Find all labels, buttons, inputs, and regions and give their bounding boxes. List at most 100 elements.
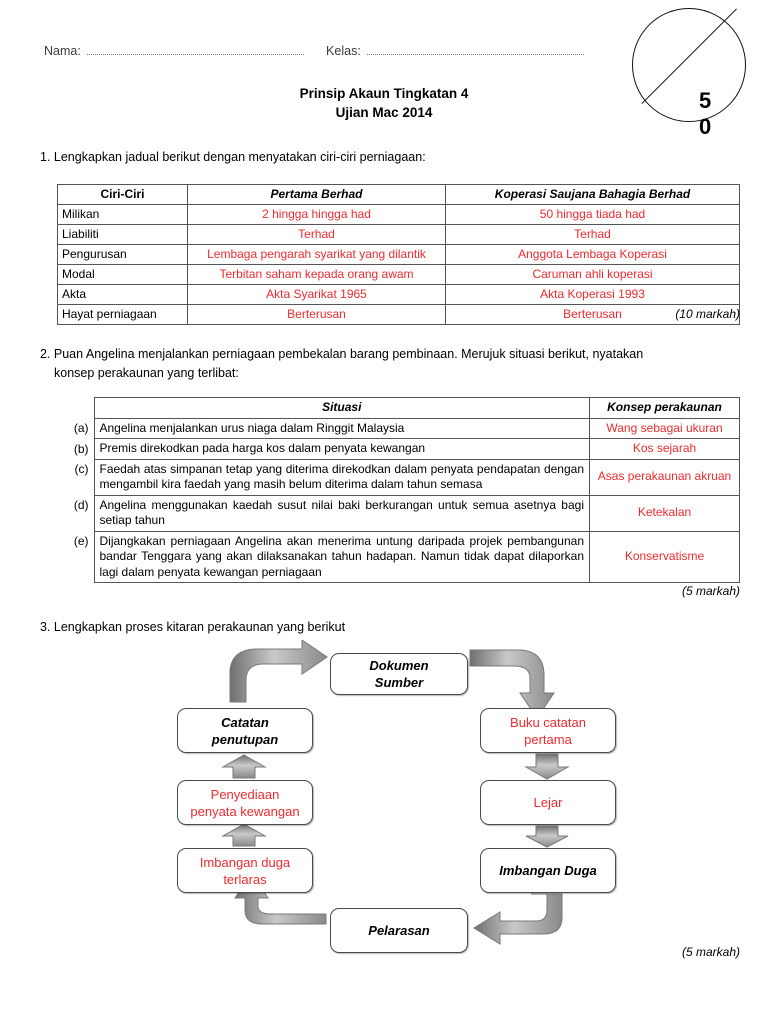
- node-buku-catatan-pertama[interactable]: Buku catatan pertama: [480, 708, 616, 753]
- node-dokumen-sumber[interactable]: Dokumen Sumber: [330, 653, 468, 695]
- situasi-cell: Faedah atas simpanan tetap yang diterima…: [93, 458, 590, 496]
- node-penyediaan-line-1: Penyediaan: [210, 786, 280, 802]
- kelas-input-line[interactable]: [366, 53, 585, 55]
- table-row: (e) Dijangkakan perniagaan Angelina akan…: [60, 530, 740, 583]
- answer-cell[interactable]: 2 hingga hingga had: [187, 204, 446, 225]
- question-2-line-1: 2. Puan Angelina menjalankan perniagaan …: [40, 347, 644, 361]
- table-row: Hayat perniagaan Berterusan Berterusan: [57, 304, 740, 325]
- row-index: (e): [73, 534, 89, 548]
- circle-outline-icon: [632, 8, 746, 122]
- page-title: Prinsip Akaun Tingkatan 4 Ujian Mac 2014: [0, 84, 768, 122]
- node-dokumen-line-1: Dokumen: [369, 658, 429, 673]
- node-imbangan-duga-terlaras[interactable]: Imbangan duga terlaras: [177, 848, 313, 893]
- row-index: (d): [73, 498, 89, 512]
- nama-label: Nama:: [44, 44, 81, 58]
- marks-q3: (5 markah): [681, 945, 740, 959]
- table-row: Akta Akta Syarikat 1965 Akta Koperasi 19…: [57, 284, 740, 305]
- node-lejar-label: Lejar: [533, 795, 563, 810]
- node-buku-line-2: pertama: [524, 731, 572, 747]
- accounting-cycle-diagram: Dokumen Sumber Catatan penutupan Buku ca…: [0, 640, 768, 970]
- row-index: (a): [73, 421, 89, 435]
- konsep-answer-cell[interactable]: Ketekalan: [589, 494, 740, 532]
- col-header-situasi: Situasi: [93, 397, 590, 419]
- arrow-catatan-to-dokumen: [229, 640, 328, 703]
- row-label: Milikan: [57, 204, 188, 225]
- answer-cell[interactable]: Terbitan saham kepada orang awam: [187, 264, 446, 285]
- node-pelarasan-label: Pelarasan: [368, 923, 430, 938]
- konsep-answer-cell[interactable]: Konservatisme: [589, 530, 740, 583]
- konsep-answer-cell[interactable]: Asas perakaunan akruan: [589, 458, 740, 496]
- marks-q2: (5 markah): [681, 584, 740, 598]
- node-lejar[interactable]: Lejar: [480, 780, 616, 825]
- table-row: Milikan 2 hingga hingga had 50 hingga ti…: [57, 204, 740, 225]
- answer-cell[interactable]: Akta Syarikat 1965: [187, 284, 446, 305]
- answer-cell[interactable]: Anggota Lembaga Koperasi: [445, 244, 740, 265]
- node-catatan-line-1: Catatan: [221, 714, 269, 730]
- marks-q1: (10 markah): [675, 307, 740, 321]
- row-index: (c): [74, 462, 89, 476]
- table-header-row: Situasi Konsep perakaunan: [60, 397, 740, 419]
- answer-cell[interactable]: Terhad: [445, 224, 740, 245]
- row-label: Akta: [57, 284, 188, 305]
- table-row: (a) Angelina menjalankan urus niaga dala…: [60, 417, 740, 439]
- row-label: Pengurusan: [57, 244, 188, 265]
- col-header-koperasi: Koperasi Saujana Bahagia Berhad: [445, 184, 740, 205]
- table-row: Modal Terbitan saham kepada orang awam C…: [57, 264, 740, 285]
- node-buku-line-1: Buku catatan: [510, 714, 586, 730]
- konsep-answer-cell[interactable]: Kos sejarah: [589, 438, 740, 460]
- situasi-cell: Angelina menjalankan urus niaga dalam Ri…: [93, 417, 590, 439]
- col-header-pertama-berhad: Pertama Berhad: [187, 184, 446, 205]
- marks-digit-top: 5: [699, 88, 712, 113]
- situasi-cell: Dijangkakan perniagaan Angelina akan men…: [93, 530, 590, 583]
- row-label: Liabiliti: [57, 224, 188, 245]
- table-row: (b) Premis direkodkan pada harga kos dal…: [60, 438, 740, 460]
- table-konsep-perakaunan: Situasi Konsep perakaunan (a) Angelina m…: [60, 397, 740, 583]
- col-header-konsep: Konsep perakaunan: [589, 397, 740, 419]
- answer-cell[interactable]: Berterusan: [187, 304, 446, 325]
- kelas-label: Kelas:: [326, 44, 361, 58]
- title-line-1: Prinsip Akaun Tingkatan 4: [299, 86, 469, 101]
- node-imbterlaras-line-1: Imbangan duga: [199, 854, 291, 870]
- node-catatan-line-2: penutupan: [211, 731, 279, 747]
- table-row: Liabiliti Terhad Terhad: [57, 224, 740, 245]
- answer-cell[interactable]: Terhad: [187, 224, 446, 245]
- arrow-buku-to-lejar: [524, 753, 570, 780]
- table-ciri-ciri-perniagaan: Ciri-Ciri Pertama Berhad Koperasi Saujan…: [57, 184, 740, 325]
- marks-digit-bottom: 0: [699, 114, 712, 139]
- konsep-answer-cell[interactable]: Wang sebagai ukuran: [589, 417, 740, 439]
- node-pelarasan[interactable]: Pelarasan: [330, 908, 468, 953]
- node-imbduga-label: Imbangan Duga: [499, 863, 597, 878]
- question-1-text: 1. Lengkapkan jadual berikut dengan meny…: [40, 150, 426, 164]
- total-marks-circle: 5 0: [632, 8, 750, 138]
- title-line-2: Ujian Mac 2014: [335, 105, 433, 120]
- table-row: Pengurusan Lembaga pengarah syarikat yan…: [57, 244, 740, 265]
- node-imbterlaras-line-2: terlaras: [223, 871, 267, 887]
- col-header-ciri-ciri: Ciri-Ciri: [57, 184, 188, 205]
- node-imbangan-duga[interactable]: Imbangan Duga: [480, 848, 616, 893]
- table-header-row: Ciri-Ciri Pertama Berhad Koperasi Saujan…: [57, 184, 740, 205]
- nama-input-line[interactable]: [86, 53, 305, 55]
- answer-cell[interactable]: Berterusan: [445, 304, 740, 325]
- row-index: (b): [73, 441, 89, 456]
- answer-cell[interactable]: Akta Koperasi 1993: [445, 284, 740, 305]
- node-dokumen-line-2: Sumber: [374, 675, 424, 690]
- situasi-cell: Premis direkodkan pada harga kos dalam p…: [93, 438, 590, 460]
- node-penyediaan-line-2: penyata kewangan: [190, 803, 300, 819]
- row-label: Modal: [57, 264, 188, 285]
- node-penyediaan-penyata-kewangan[interactable]: Penyediaan penyata kewangan: [177, 780, 313, 825]
- arrow-lejar-to-imbangan: [525, 825, 569, 848]
- student-info-row: Nama: Kelas:: [44, 44, 585, 58]
- arrow-imbangan-to-pelarasan: [473, 893, 563, 945]
- arrow-imbterlaras-to-penyediaan: [221, 823, 267, 847]
- situasi-cell: Angelina menggunakan kaedah susut nilai …: [93, 494, 590, 532]
- question-2-line-2: konsep perakaunan yang terlibat:: [54, 366, 239, 380]
- arrow-penyediaan-to-catatan: [221, 754, 267, 779]
- index-header-blank: [60, 398, 94, 419]
- answer-cell[interactable]: 50 hingga tiada had: [445, 204, 740, 225]
- arrow-dokumen-to-buku: [469, 649, 555, 719]
- answer-cell[interactable]: Caruman ahli koperasi: [445, 264, 740, 285]
- row-label: Hayat perniagaan: [57, 304, 188, 325]
- node-catatan-penutupan[interactable]: Catatan penutupan: [177, 708, 313, 753]
- answer-cell[interactable]: Lembaga pengarah syarikat yang dilantik: [187, 244, 446, 265]
- table-row: (d) Angelina menggunakan kaedah susut ni…: [60, 494, 740, 532]
